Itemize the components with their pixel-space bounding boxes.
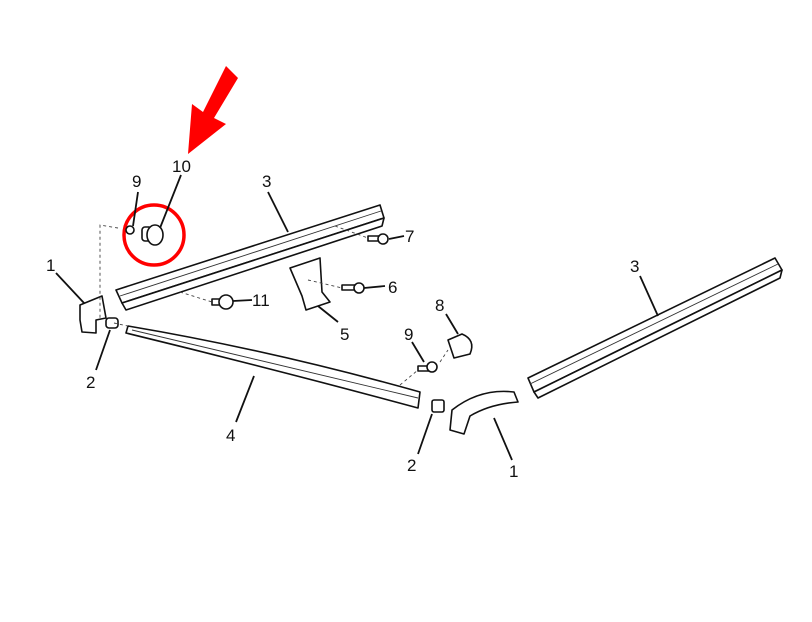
part-5-bracket [289, 257, 331, 311]
part-2-right-clip [431, 399, 445, 413]
highlight-circle [122, 203, 186, 267]
callout-11: 11 [252, 291, 270, 310]
part-7-screw [367, 233, 389, 245]
part-4-molding [125, 325, 421, 409]
callout-1: 1 [46, 256, 55, 275]
part-3-right-rail [527, 257, 783, 399]
callout-9: 9 [132, 172, 141, 191]
callout-10: 10 [172, 157, 191, 176]
callout-8: 8 [435, 296, 444, 315]
part-10-plug [141, 224, 164, 246]
callout-2: 2 [407, 456, 416, 475]
highlight-arrow [188, 66, 238, 154]
part-9-top-nut [125, 225, 135, 235]
assembly-line [99, 224, 449, 386]
part-6-screw [341, 282, 365, 294]
part-11-fastener [211, 294, 234, 310]
part-3-left-rail [115, 204, 385, 311]
part-9-right-screw [417, 361, 438, 373]
callout-4: 4 [226, 426, 235, 445]
part-8-cap [447, 333, 473, 359]
leader-lines [55, 174, 659, 461]
callout-9: 9 [404, 325, 413, 344]
part-2-left-clip [105, 317, 119, 329]
callout-6: 6 [388, 278, 397, 297]
callout-3: 3 [262, 172, 271, 191]
part-1-right-bracket [449, 390, 519, 435]
callout-5: 5 [340, 325, 349, 344]
callout-3: 3 [630, 257, 639, 276]
callout-7: 7 [405, 227, 414, 246]
callout-2: 2 [86, 373, 95, 392]
part-1-left-bracket [79, 295, 107, 334]
callout-1: 1 [509, 462, 518, 481]
